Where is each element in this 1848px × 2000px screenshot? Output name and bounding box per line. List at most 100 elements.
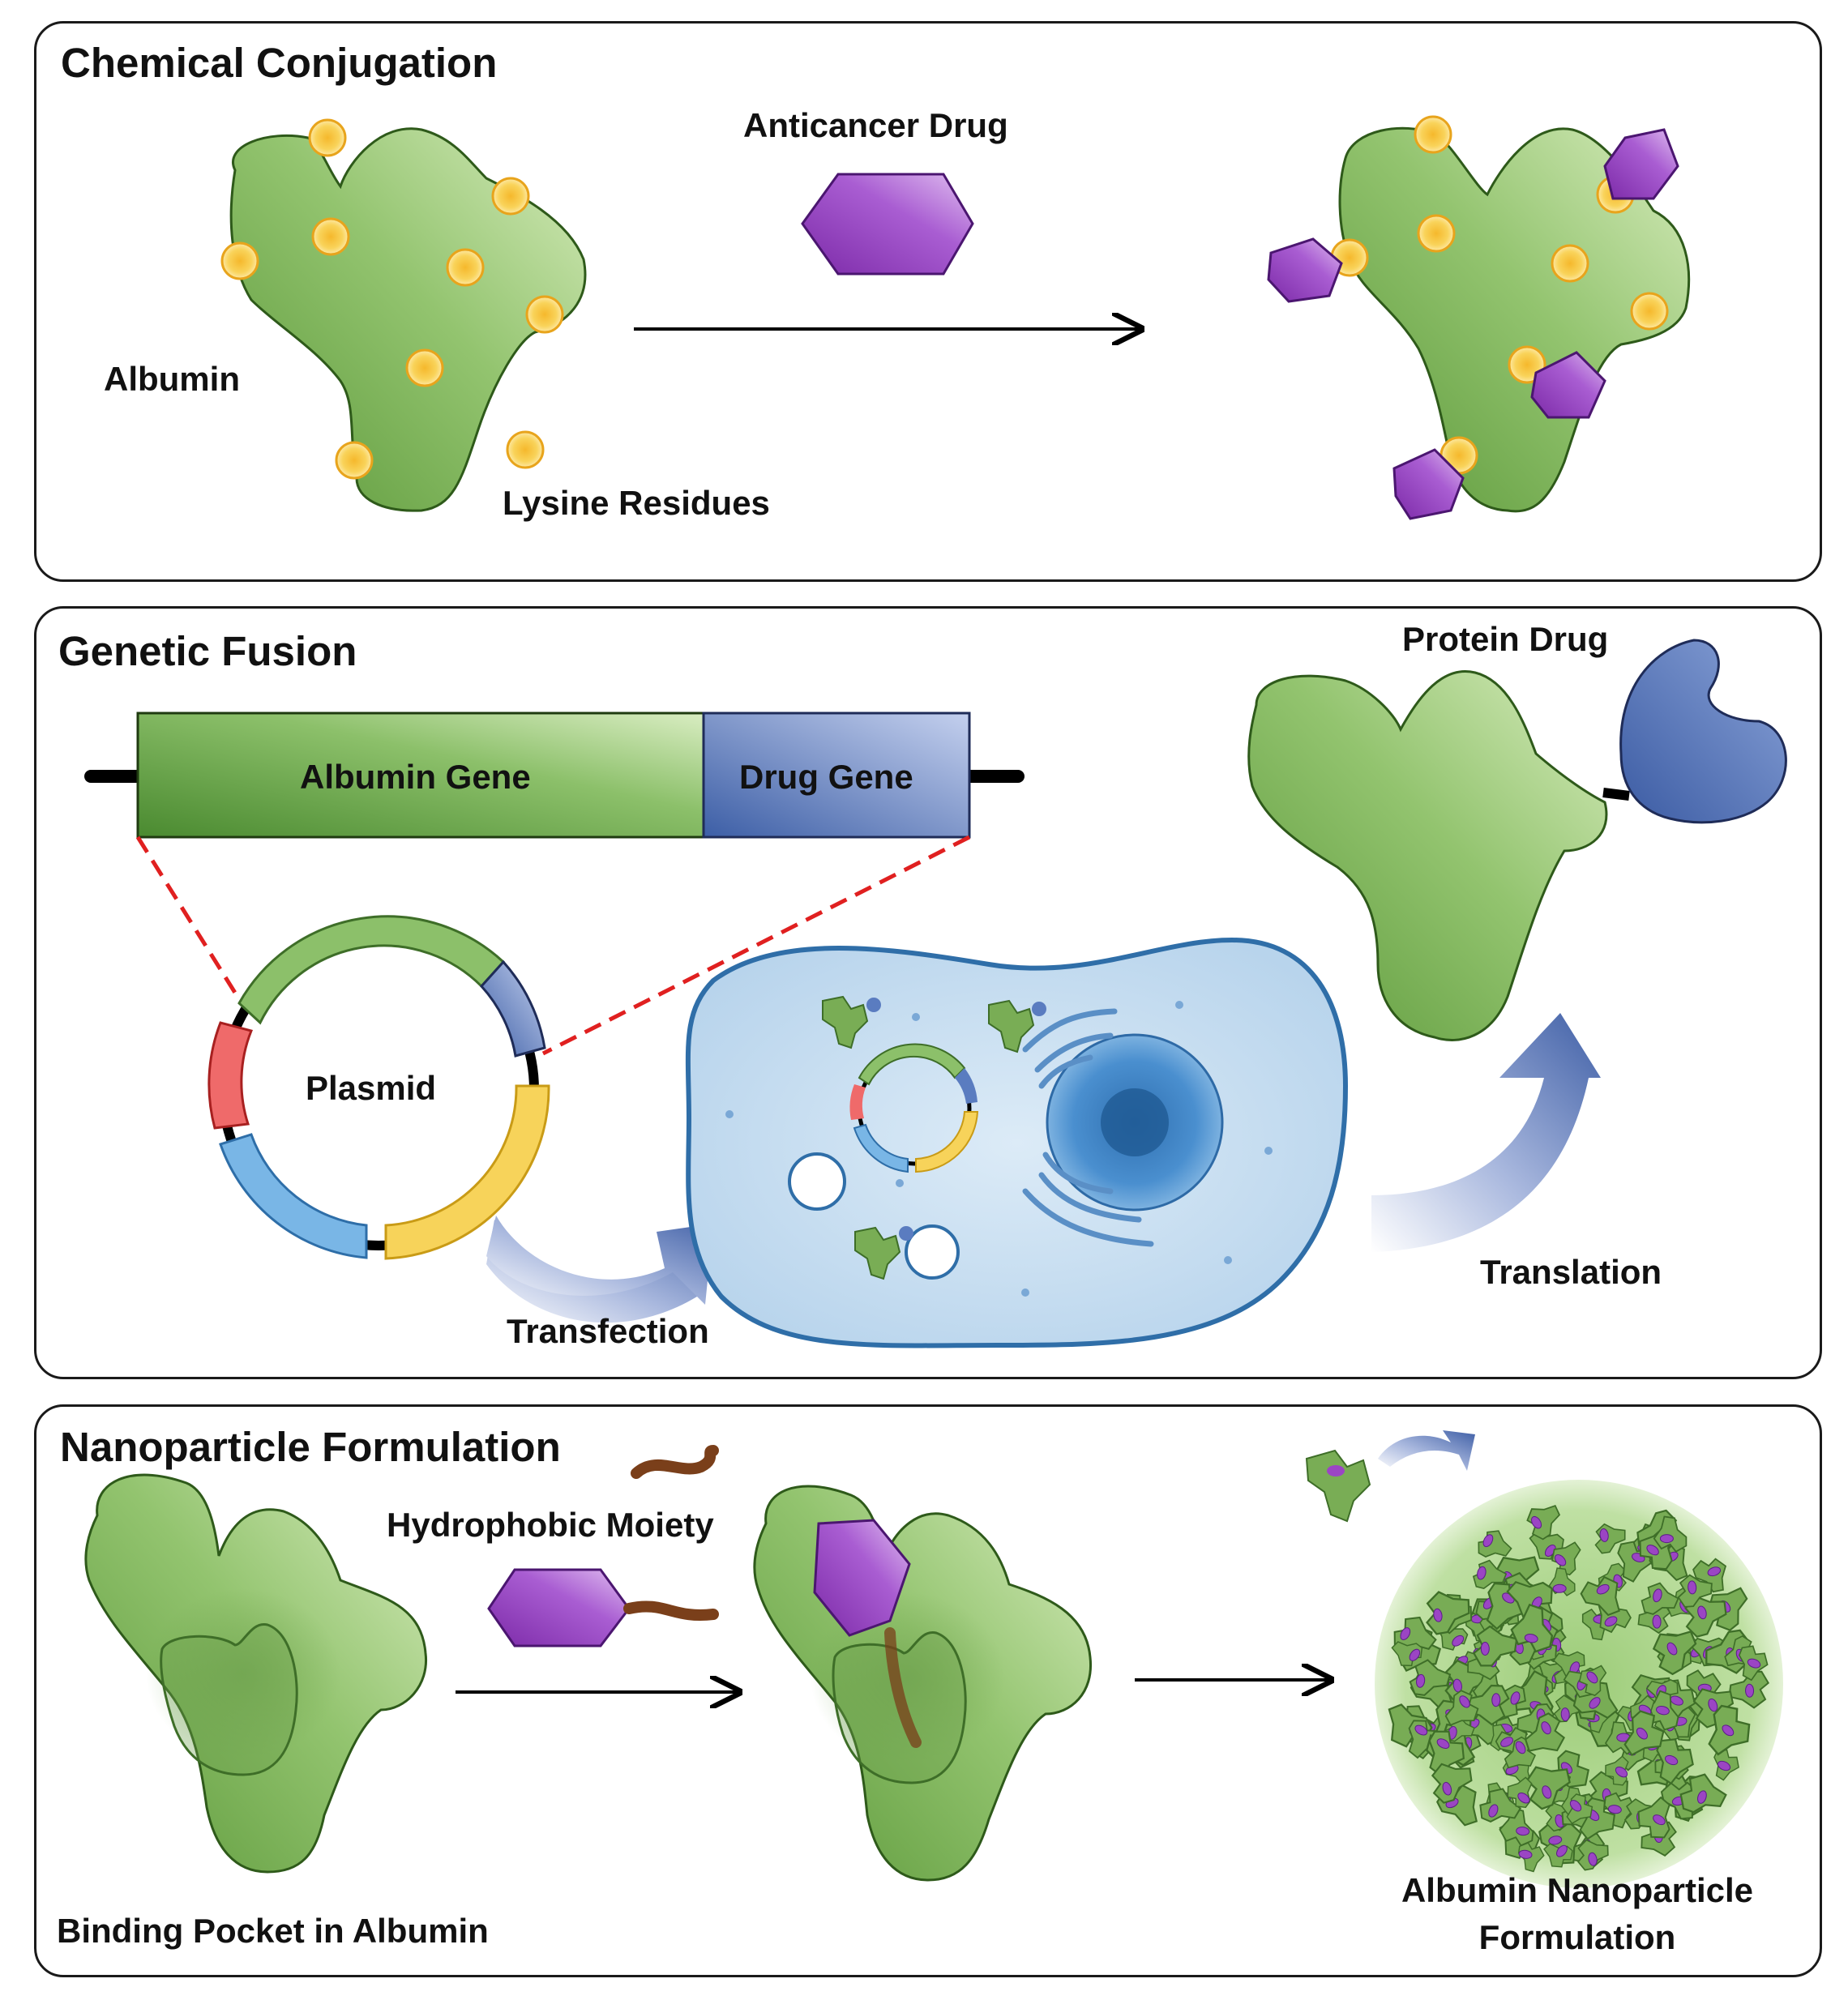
albumin-drug-small-icon bbox=[1305, 1430, 1475, 1523]
nanoparticle-albumin-unit bbox=[1653, 1515, 1688, 1553]
nanoparticle-drug-unit bbox=[1707, 1566, 1722, 1577]
translation-arrow bbox=[1371, 1013, 1601, 1252]
nanoparticle-label-line1: Albumin Nanoparticle bbox=[1401, 1871, 1754, 1909]
nanoparticle-drug-unit bbox=[1510, 1691, 1521, 1705]
albumin-gene-bar bbox=[136, 712, 705, 839]
nanoparticle-drug-unit bbox=[1542, 1785, 1552, 1799]
nanoparticle-drug-unit bbox=[1588, 1852, 1598, 1866]
nanoparticle-albumin-unit bbox=[1499, 1807, 1534, 1847]
drug-gene-bar bbox=[702, 712, 971, 839]
nanoparticle-albumin-unit bbox=[1472, 1625, 1518, 1667]
nanoparticle-drug-unit bbox=[1569, 1800, 1582, 1812]
nanoparticle-drug-unit bbox=[1416, 1673, 1426, 1688]
nanoparticle-drug-unit bbox=[1747, 1658, 1761, 1669]
panel-title-genetic: Genetic Fusion bbox=[58, 628, 357, 674]
nanoparticle-drug-unit bbox=[1615, 1766, 1628, 1778]
hydrophobic-moiety-label: Hydrophobic Moiety bbox=[387, 1506, 714, 1544]
nanoparticle-drug-unit bbox=[1745, 1683, 1755, 1698]
nanoparticle-drug-unit bbox=[1488, 1804, 1499, 1818]
nanoparticle-drug-unit bbox=[1596, 1583, 1610, 1595]
nanoparticle-drug-unit bbox=[1515, 1741, 1526, 1754]
nanoparticle-drug-unit bbox=[1688, 1580, 1697, 1595]
nanoparticle-drug-unit bbox=[1697, 1605, 1707, 1620]
drug-gene-label: Drug Gene bbox=[739, 758, 913, 796]
nanoparticle-drug-unit bbox=[1653, 1588, 1662, 1603]
albumin-gene-label: Albumin Gene bbox=[300, 758, 531, 796]
nanoparticle-drug-unit bbox=[1409, 1648, 1421, 1661]
nanoparticle-drug-unit bbox=[1442, 1781, 1452, 1796]
nanoparticle-albumin-unit bbox=[1551, 1541, 1581, 1576]
transfection-label: Transfection bbox=[507, 1312, 709, 1350]
drug-tail-icon bbox=[623, 1600, 719, 1621]
nanoparticle-drug-unit bbox=[1646, 1545, 1659, 1556]
nanoparticle-albumin-unit bbox=[1580, 1575, 1620, 1617]
transfection-arrow bbox=[486, 1216, 717, 1323]
panel-title-nanoparticle: Nanoparticle Formulation bbox=[60, 1424, 561, 1470]
nanoparticle-drug-unit bbox=[1459, 1695, 1470, 1708]
nanoparticle-drug-unit bbox=[1400, 1627, 1411, 1640]
nanoparticle-drug-unit bbox=[1708, 1698, 1718, 1712]
plasmid-icon bbox=[207, 915, 550, 1260]
albumin-pocket-icon bbox=[84, 1473, 428, 1874]
nanoparticle-drug-unit bbox=[1480, 1642, 1490, 1656]
anticancer-drug-icon bbox=[801, 173, 974, 276]
zoom-line-left bbox=[135, 835, 237, 994]
nanoparticle-drug-unit bbox=[1518, 1849, 1533, 1859]
conjugated-albumin-icon bbox=[1267, 115, 1691, 520]
nanoparticle-albumin-unit bbox=[1510, 1603, 1554, 1653]
nanoparticle-drug-unit bbox=[1552, 1583, 1567, 1593]
nanoparticle-label-line2: Formulation bbox=[1478, 1918, 1676, 1956]
nanoparticle-drug-unit bbox=[1589, 1697, 1601, 1709]
nanoparticle-drug-unit bbox=[1477, 1566, 1487, 1580]
nanoparticle-drug-unit bbox=[1717, 1760, 1731, 1771]
nanoparticle-albumin-unit bbox=[1431, 1763, 1473, 1804]
nanoparticle-drug-unit bbox=[1599, 1528, 1609, 1542]
nanoparticle-drug-unit bbox=[1452, 1635, 1465, 1647]
nanoparticle-drug-unit bbox=[1586, 1671, 1598, 1684]
nanoparticle-drug-unit bbox=[1482, 1534, 1494, 1548]
nanoparticle-drug-unit bbox=[1560, 1707, 1570, 1722]
zoom-line-right bbox=[541, 835, 971, 1056]
nanoparticle-drug-unit bbox=[1524, 1634, 1538, 1643]
nanoparticle-drug-unit bbox=[1656, 1705, 1670, 1716]
nanoparticle-drug-unit bbox=[1541, 1721, 1551, 1735]
albumin-bound-icon bbox=[753, 1485, 1093, 1882]
nanoparticle-drug-unit bbox=[1666, 1642, 1678, 1656]
drug-hexagon-icon bbox=[487, 1568, 631, 1647]
lysine-residues-label: Lysine Residues bbox=[503, 484, 770, 522]
albumin-label: Albumin bbox=[104, 360, 240, 398]
nanoparticle-drug-unit bbox=[1607, 1805, 1622, 1814]
nanoparticle-drug-unit bbox=[1665, 1754, 1679, 1766]
nanoparticle-drug-unit bbox=[1433, 1608, 1443, 1622]
nanoparticle-drug-unit bbox=[1414, 1724, 1428, 1736]
anticancer-drug-label: Anticancer Drug bbox=[743, 106, 1008, 144]
nanoparticle-drug-unit bbox=[1436, 1738, 1450, 1750]
nanoparticle-drug-unit bbox=[1531, 1515, 1542, 1529]
nanoparticle-drug-unit bbox=[1652, 1614, 1662, 1629]
nanoparticle-albumin-unit bbox=[1526, 1504, 1561, 1541]
cell-icon bbox=[685, 937, 1349, 1348]
protein-drug-label: Protein Drug bbox=[1402, 620, 1609, 658]
plasmid-label: Plasmid bbox=[306, 1069, 437, 1107]
translation-label: Translation bbox=[1480, 1253, 1662, 1291]
nanoparticle-drug-unit bbox=[1516, 1827, 1530, 1836]
hydrophobic-moiety-icon bbox=[631, 1445, 719, 1479]
nanoparticle-drug-unit bbox=[1697, 1790, 1707, 1804]
panel-title-chemical: Chemical Conjugation bbox=[61, 40, 498, 86]
nanoparticle-drug-unit bbox=[1653, 1814, 1666, 1826]
lysine-residue-icon bbox=[220, 118, 564, 480]
nanoparticle-drug-unit bbox=[1548, 1835, 1563, 1845]
nanoparticle-drug-unit bbox=[1636, 1727, 1648, 1740]
nanoparticle-drug-unit bbox=[1500, 1737, 1514, 1747]
nanoparticle-drug-unit bbox=[1517, 1792, 1530, 1804]
nanoparticle-icon bbox=[1375, 1480, 1783, 1888]
nanoparticle-drug-unit bbox=[1604, 1616, 1618, 1627]
nanoparticle-albumin-unit bbox=[1506, 1580, 1553, 1618]
nanoparticle-drug-unit bbox=[1491, 1693, 1501, 1707]
nanoparticle-albumin-unit bbox=[1426, 1591, 1470, 1635]
binding-pocket-label: Binding Pocket in Albumin bbox=[57, 1912, 489, 1950]
nanoparticle-drug-unit bbox=[1722, 1724, 1735, 1737]
nanoparticle-drug-unit bbox=[1556, 1844, 1568, 1857]
